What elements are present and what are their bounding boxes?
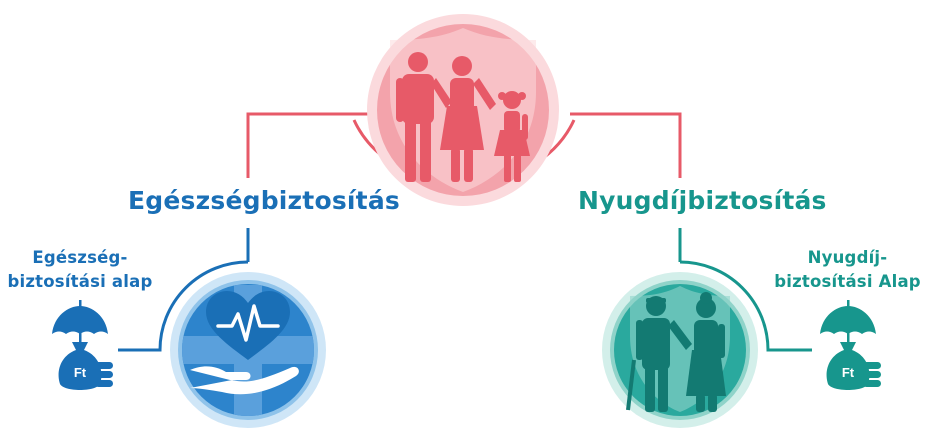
- health-currency-label: Ft: [74, 365, 87, 380]
- health-fund-label-line1: Egészség-: [32, 248, 128, 267]
- health-connector-lines: [118, 228, 250, 352]
- elderly-couple-shield-icon: [602, 272, 758, 428]
- pension-insurance-label: Nyugdíjbiztosítás: [578, 186, 827, 215]
- health-fund-label: Egészség- biztosítási alap: [0, 246, 160, 294]
- pension-fund-label-line2: biztosítási Alap: [774, 272, 921, 291]
- social-connector-lines: [246, 112, 682, 178]
- pension-fund-label-line1: Nyugdíj-: [807, 248, 888, 267]
- pension-connector-lines: [678, 228, 812, 352]
- pension-currency-label: Ft: [842, 365, 855, 380]
- family-shield-icon: [367, 14, 559, 206]
- umbrella-money-bag-coins-icon: Ft: [820, 300, 881, 390]
- pension-fund-label: Nyugdíj- biztosítási Alap: [770, 246, 925, 294]
- umbrella-money-bag-coins-icon: Ft: [52, 300, 113, 390]
- heart-hand-cross-icon: [170, 272, 326, 428]
- health-insurance-label: Egészségbiztosítás: [128, 186, 400, 215]
- health-fund-label-line2: biztosítási alap: [7, 272, 153, 291]
